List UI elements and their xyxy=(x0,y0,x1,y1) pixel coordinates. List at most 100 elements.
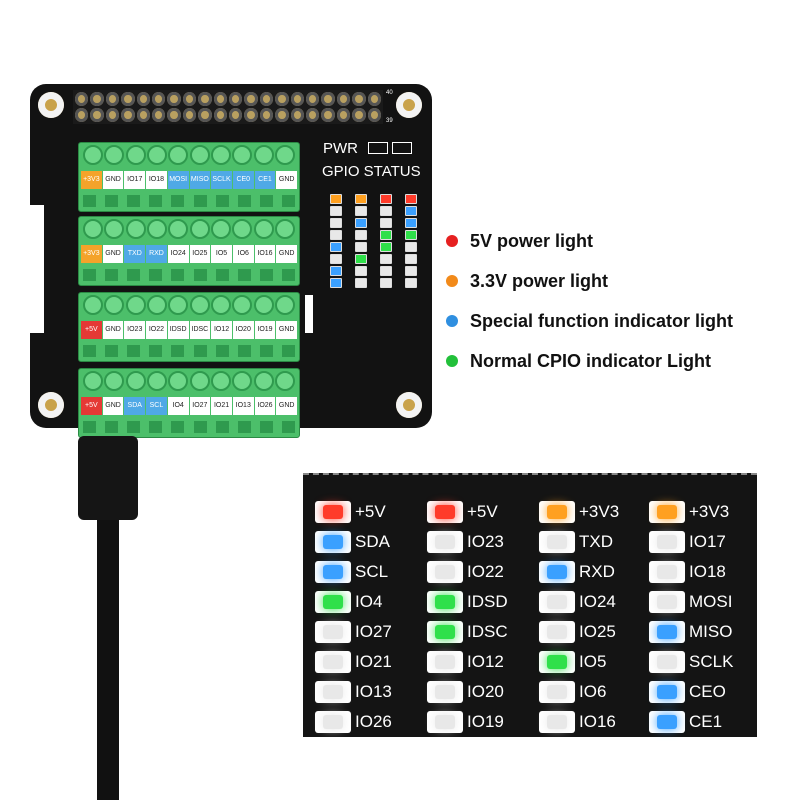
terminal-tooth xyxy=(149,345,163,357)
zoom-led-row: IO25 xyxy=(539,617,643,647)
header-pin xyxy=(336,92,351,106)
mini-led xyxy=(355,266,367,276)
led-label: TXD xyxy=(579,532,613,551)
side-slot xyxy=(305,295,313,333)
terminal-label: CE0 xyxy=(232,171,254,189)
terminal-label: GND xyxy=(276,245,298,263)
legend-label-3v3: 3.3V power light xyxy=(470,270,609,291)
led-label: IO20 xyxy=(467,682,504,701)
led-label: IO13 xyxy=(355,682,392,701)
led-indicator xyxy=(649,501,685,523)
led-indicator xyxy=(315,711,351,733)
terminal-tooth xyxy=(215,269,229,281)
terminal-tooth xyxy=(83,195,96,207)
mini-led xyxy=(405,242,417,252)
mini-led xyxy=(380,254,392,264)
led-label: RXD xyxy=(579,562,615,581)
led-label: IO25 xyxy=(579,622,616,641)
led-indicator xyxy=(315,531,351,553)
led-label: IO19 xyxy=(467,712,504,731)
zoom-led-row: IDSC xyxy=(427,617,531,647)
terminal-label: SDA xyxy=(124,397,146,415)
zoom-led-row: IO18 xyxy=(649,557,753,587)
header-pin xyxy=(352,108,366,122)
led-label: CE1 xyxy=(689,712,723,731)
zoom-led-row: IO23 xyxy=(427,527,531,557)
terminal-label: IO17 xyxy=(124,171,146,189)
terminal-label: RXD xyxy=(146,245,167,263)
led-indicator xyxy=(315,561,351,583)
header-pin xyxy=(228,92,243,106)
led-label: SCL xyxy=(355,562,389,581)
mini-led xyxy=(405,206,417,216)
mini-led xyxy=(405,254,417,264)
terminal-tooth xyxy=(149,421,163,433)
terminal-label: IO24 xyxy=(167,245,189,263)
terminal-label: SCLK xyxy=(211,171,232,189)
header-pin xyxy=(367,108,381,122)
mini-led xyxy=(330,254,342,264)
header-pin xyxy=(182,92,197,106)
zoom-led-row: +3V3 xyxy=(539,497,643,527)
zoom-led-row: IO17 xyxy=(649,527,753,557)
led-indicator xyxy=(539,711,575,733)
header-pin xyxy=(244,92,258,106)
led-indicator xyxy=(427,501,463,523)
screw-icon xyxy=(274,371,295,391)
terminal-label: GND xyxy=(276,397,298,415)
led-label: +3V3 xyxy=(579,502,620,521)
terminal-tooth xyxy=(149,195,163,207)
led-label: IO26 xyxy=(355,712,392,731)
screw-icon xyxy=(168,295,189,315)
terminal-teeth xyxy=(83,421,295,433)
led-indicator xyxy=(315,591,351,613)
terminal-tooth xyxy=(105,345,119,357)
screw-icon xyxy=(125,145,146,165)
terminal-label: GND xyxy=(102,321,124,339)
screw-icon xyxy=(189,145,210,165)
terminal-label: IO12 xyxy=(211,321,232,339)
header-pin xyxy=(75,92,89,106)
mini-led xyxy=(355,230,367,240)
header-pin xyxy=(105,92,120,106)
terminal-label: +3V3 xyxy=(81,245,102,263)
led-indicator xyxy=(427,711,463,733)
header-pin xyxy=(167,92,181,106)
screw-row xyxy=(83,371,295,393)
led-indicator xyxy=(649,711,685,733)
zoom-led-row: IO19 xyxy=(427,707,531,737)
zoom-led-row: MISO xyxy=(649,617,753,647)
terminal-label: IO6 xyxy=(232,245,254,263)
terminal-label: GND xyxy=(102,245,124,263)
led-indicator xyxy=(539,621,575,643)
screw-icon xyxy=(146,295,167,315)
mini-led-column xyxy=(351,192,371,290)
header-pin xyxy=(90,92,104,106)
terminal-tooth xyxy=(237,421,251,433)
pwr-led-2 xyxy=(392,142,412,154)
mini-led xyxy=(405,194,417,204)
header-pin xyxy=(198,108,212,122)
screw-icon xyxy=(210,371,231,391)
zoom-led-row: IO4 xyxy=(315,587,419,617)
terminal-tooth xyxy=(281,421,295,433)
red-dot-icon xyxy=(446,235,458,247)
board-notch xyxy=(30,205,44,333)
mini-led xyxy=(330,194,342,204)
terminal-label: SCL xyxy=(146,397,167,415)
led-indicator xyxy=(649,681,685,703)
mounting-hole-bottom-left xyxy=(38,392,64,418)
legend-item: Special function indicator light xyxy=(446,306,733,336)
led-indicator xyxy=(427,651,463,673)
zoom-led-row: SCLK xyxy=(649,647,753,677)
screw-icon xyxy=(210,145,231,165)
mini-led xyxy=(355,278,367,288)
led-label: MISO xyxy=(689,622,733,641)
led-indicator xyxy=(427,531,463,553)
led-indicator xyxy=(649,531,685,553)
terminal-teeth xyxy=(83,345,295,357)
header-pin xyxy=(367,92,381,106)
